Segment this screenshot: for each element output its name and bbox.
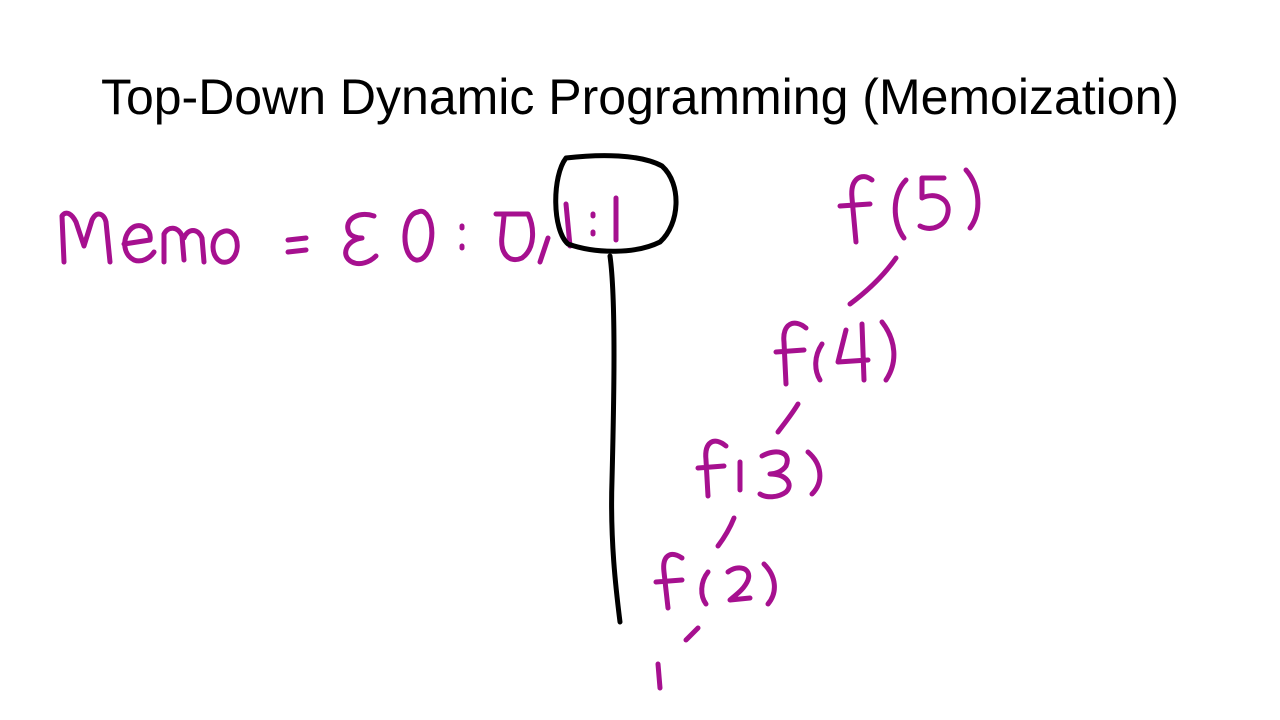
call-chain xyxy=(653,167,981,691)
call-f5-digit xyxy=(917,175,951,231)
slide-title: Top-Down Dynamic Programming (Memoizatio… xyxy=(100,69,1180,125)
memo-letter-o xyxy=(210,228,240,265)
call-f4-digit xyxy=(835,321,871,383)
call-base-1 xyxy=(655,661,663,691)
call-f2-digit xyxy=(725,565,753,603)
memo-comma xyxy=(537,235,551,265)
call-f4-f xyxy=(773,320,809,387)
memo-lookup-line xyxy=(607,253,623,625)
memo-value-0 xyxy=(493,211,535,262)
call-f4-paren-open xyxy=(813,341,825,383)
circle-around-memo-entry xyxy=(553,153,679,254)
call-f3-paren-close xyxy=(805,449,823,497)
connector-f5-f4 xyxy=(847,255,899,307)
memo-letter-m xyxy=(59,210,113,265)
memo-letter-m2 xyxy=(161,225,207,265)
call-f5-paren-close xyxy=(963,167,981,231)
open-brace xyxy=(343,212,379,267)
memo-key-0 xyxy=(402,208,435,263)
memo-handwriting xyxy=(59,195,619,267)
call-f4-paren-close xyxy=(879,319,897,383)
equals-sign xyxy=(285,235,309,255)
annotation xyxy=(553,153,679,625)
call-f3-f xyxy=(695,438,729,499)
connector-f3-f2 xyxy=(715,515,737,549)
connector-f4-f3 xyxy=(775,401,801,435)
call-f2-paren-close xyxy=(761,561,777,607)
call-f2-f xyxy=(653,552,685,611)
call-f3-digit xyxy=(757,449,792,500)
connector-f2-base xyxy=(683,625,701,643)
call-f5-paren-open xyxy=(892,177,909,241)
memo-letter-e xyxy=(121,223,157,264)
memo-key-1 xyxy=(563,201,573,249)
call-f2-paren-open xyxy=(699,569,711,607)
call-f5-f xyxy=(837,174,875,245)
